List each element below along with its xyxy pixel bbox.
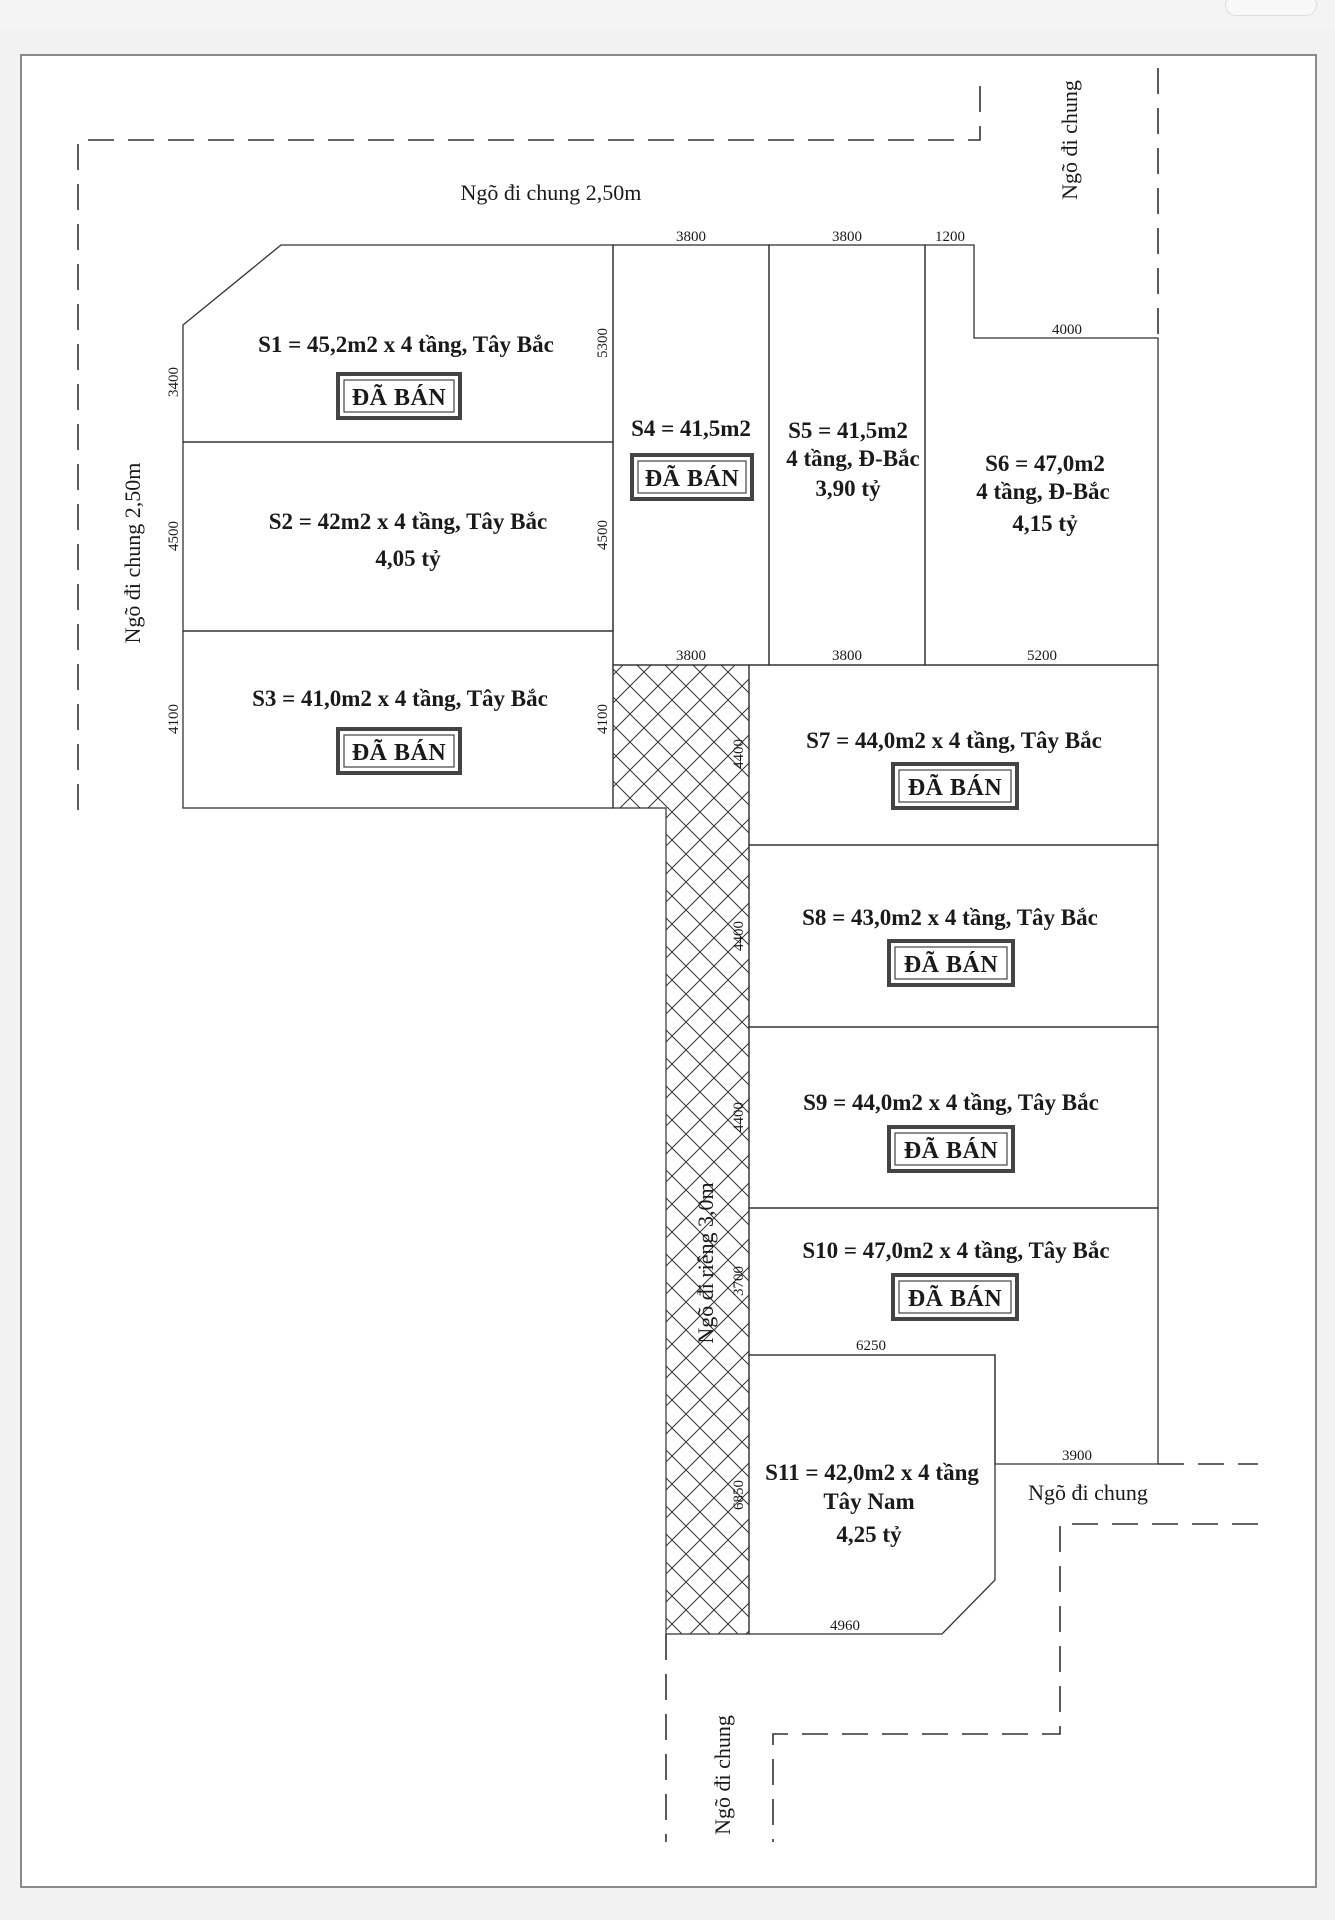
dim-s11-side: 6850 <box>731 1480 747 1510</box>
dim-right-3900: 3900 <box>1062 1448 1092 1464</box>
lot-s7-label: S7 = 44,0m2 x 4 tầng, Tây Bắc <box>806 728 1102 753</box>
lot-s2-label: S2 = 42m2 x 4 tầng, Tây Bắc <box>269 509 547 534</box>
road-label-private-lane: Ngõ đi riêng 3,0m <box>693 1182 718 1343</box>
lot-s8-outline <box>748 844 1159 1028</box>
lot-s5-line2: 4 tầng, Đ-Bắc <box>786 446 920 471</box>
lot-outlines <box>182 244 1159 1635</box>
lot-s7-outline <box>748 664 1159 846</box>
dim-s4-bottom: 4500 <box>595 520 611 550</box>
lot-s2-outline <box>182 441 614 632</box>
lot-s5-price: 3,90 tỷ <box>815 476 881 501</box>
lot-s11-outline <box>748 1354 996 1635</box>
dim-s11-bottom: 4960 <box>830 1618 860 1634</box>
lot-s3-outline <box>182 630 614 809</box>
lot-s6-label: S6 = 47,0m2 <box>985 451 1105 476</box>
lot-s6-line2: 4 tầng, Đ-Bắc <box>976 479 1110 504</box>
lot-s6-price: 4,15 tỷ <box>1012 511 1078 536</box>
sold-badges <box>336 372 1019 1321</box>
lot-s9-outline <box>748 1026 1159 1209</box>
dim-bot-s6: 5200 <box>1027 648 1057 664</box>
lot-s4-sold: ĐÃ BÁN <box>645 466 740 492</box>
dim-s11-top: 6250 <box>856 1338 886 1354</box>
lot-s11-line2: Tây Nam <box>823 1489 914 1514</box>
lot-s4-label: S4 = 41,5m2 <box>631 416 751 441</box>
lot-s5-label: S5 = 41,5m2 <box>788 418 908 443</box>
lot-s1-label: S1 = 45,2m2 x 4 tầng, Tây Bắc <box>258 332 554 357</box>
lot-s11-label: S11 = 42,0m2 x 4 tầng <box>765 1460 979 1485</box>
dim-s2-depth: 4500 <box>166 521 182 551</box>
lot-s8-sold: ĐÃ BÁN <box>904 952 999 978</box>
road-label-bottom: Ngõ đi chung <box>710 1715 735 1835</box>
dim-s4-top: 5300 <box>595 328 611 358</box>
lot-s3-label: S3 = 41,0m2 x 4 tầng, Tây Bắc <box>252 686 548 711</box>
lot-s2-price: 4,05 tỷ <box>375 546 441 571</box>
lot-s10-sold: ĐÃ BÁN <box>908 1286 1003 1312</box>
road-label-right: Ngõ đi chung <box>1028 1480 1148 1505</box>
lot-s10-label: S10 = 47,0m2 x 4 tầng, Tây Bắc <box>802 1238 1109 1263</box>
dim-bot-s4: 3800 <box>676 648 706 664</box>
road-label-top: Ngõ đi chung 2,50m <box>461 180 642 205</box>
dim-bot-s5: 3800 <box>832 648 862 664</box>
dim-top-s5: 3800 <box>832 229 862 245</box>
road-label-top-right: Ngõ đi chung <box>1057 80 1082 200</box>
lot-s8-label: S8 = 43,0m2 x 4 tầng, Tây Bắc <box>802 905 1098 930</box>
dim-s9: 4400 <box>731 1102 747 1132</box>
private-lane-hatch <box>612 664 750 1635</box>
dim-top-notch: 1200 <box>935 229 965 245</box>
dim-s7: 4400 <box>731 739 747 769</box>
lot-s11-price: 4,25 tỷ <box>836 1522 902 1547</box>
lot-s1-sold: ĐÃ BÁN <box>352 385 447 411</box>
dim-s3-right: 4100 <box>595 704 611 734</box>
dim-s1-depth: 3400 <box>166 367 182 397</box>
dim-top-s4: 3800 <box>676 229 706 245</box>
lot-s7-sold: ĐÃ BÁN <box>908 775 1003 801</box>
dim-notch-s6: 4000 <box>1052 322 1082 338</box>
dim-s8: 4400 <box>731 921 747 951</box>
road-label-left: Ngõ đi chung 2,50m <box>120 463 145 644</box>
lot-s9-sold: ĐÃ BÁN <box>904 1138 999 1164</box>
dim-s3-depth: 4100 <box>166 704 182 734</box>
lot-s9-label: S9 = 44,0m2 x 4 tầng, Tây Bắc <box>803 1090 1099 1115</box>
lot-s3-sold: ĐÃ BÁN <box>352 740 447 766</box>
dim-s10: 3700 <box>731 1266 747 1296</box>
dashed-boundaries <box>77 68 1258 1842</box>
top-pill <box>1225 0 1317 16</box>
top-bar <box>0 0 1335 28</box>
